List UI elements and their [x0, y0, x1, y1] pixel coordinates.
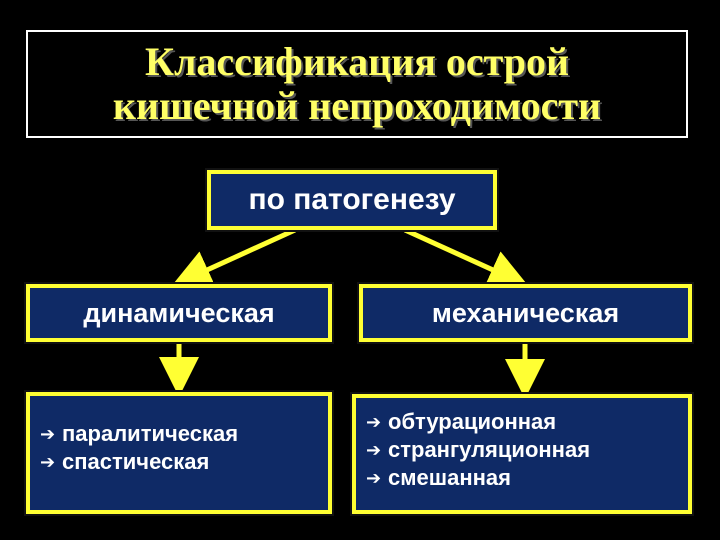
- mechanical-item-label: странгуляционная: [388, 437, 591, 462]
- list-item: ➔ смешанная: [366, 464, 688, 492]
- dynamic-label: динамическая: [83, 297, 275, 328]
- dynamic-box: динамическая: [24, 282, 334, 344]
- arrow-right-icon: ➔: [40, 424, 56, 444]
- list-item: ➔ спастическая: [40, 448, 328, 476]
- arrow-right-icon: ➔: [366, 412, 382, 432]
- title-line-1: Классификация острой: [144, 39, 570, 84]
- dynamic-item-label: спастическая: [62, 449, 210, 474]
- mechanical-list: ➔ обтурационная ➔ странгуляционная ➔ сме…: [350, 392, 694, 516]
- root-box: по патогенезу: [205, 168, 499, 232]
- list-item: ➔ обтурационная: [366, 408, 688, 436]
- arrow-right-icon: ➔: [366, 440, 382, 460]
- mechanical-item-label: смешанная: [388, 465, 511, 490]
- dynamic-item-label: паралитическая: [62, 421, 239, 446]
- page-title: Классификация острой кишечной непроходим…: [26, 30, 688, 138]
- list-item: ➔ странгуляционная: [366, 436, 688, 464]
- dynamic-list: ➔ паралитическая ➔ спастическая: [24, 390, 334, 516]
- connector-root-to-mechanical: [403, 227, 529, 288]
- mechanical-box: механическая: [357, 282, 694, 344]
- mechanical-label: механическая: [431, 297, 620, 328]
- arrow-right-icon: ➔: [40, 452, 56, 472]
- mechanical-item-label: обтурационная: [388, 409, 557, 434]
- connector-root-to-dynamic: [171, 227, 297, 288]
- root-label: по патогенезу: [248, 183, 456, 216]
- title-line-2: кишечной непроходимости: [112, 83, 602, 128]
- list-item: ➔ паралитическая: [40, 420, 328, 448]
- arrow-right-icon: ➔: [366, 468, 382, 488]
